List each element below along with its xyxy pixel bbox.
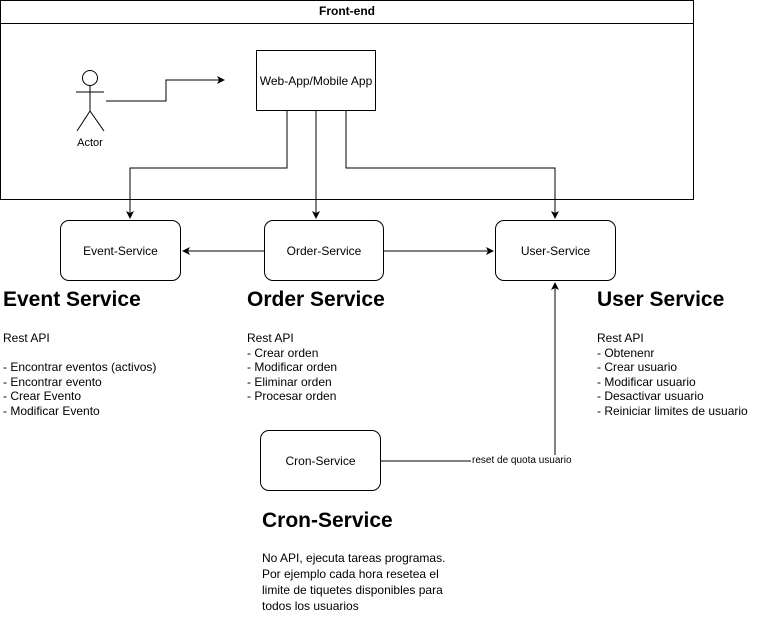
edge-cron-to-user-service <box>381 282 559 462</box>
edge-app-to-user-service <box>345 111 559 219</box>
order-note-line: - Eliminar orden <box>247 374 332 389</box>
web-mobile-app-node[interactable]: Web-App/Mobile App <box>256 50 376 111</box>
edge-actor-to-app <box>106 76 225 102</box>
event-note-line: Rest API <box>3 331 50 345</box>
user-note-line: - Crear usuario <box>597 360 678 374</box>
actor-label: Actor <box>77 137 103 149</box>
event-note-line: - Crear Evento <box>3 389 82 403</box>
cron-service-heading: Cron-Service <box>262 509 393 532</box>
order-service-node[interactable]: Order-Service <box>264 220 384 281</box>
user-note-line: - Modificar usuario <box>597 374 696 389</box>
user-note-line: - Obtenenr <box>597 345 655 360</box>
frontend-container <box>0 0 694 200</box>
event-service-node[interactable]: Event-Service <box>60 220 181 281</box>
event-note-line: - Encontrar eventos (activos) <box>3 360 157 374</box>
order-service-notes: Rest API - Crear orden - Modificar orden… <box>247 331 337 404</box>
user-service-node[interactable]: User-Service <box>495 220 616 281</box>
cron-to-user-edge-label: reset de quota usuario <box>471 455 573 466</box>
order-service-heading: Order Service <box>247 288 385 311</box>
cron-service-description: No API, ejecuta tareas programas. Por ej… <box>262 551 446 613</box>
event-service-notes: Rest API - Encontrar eventos (activos) -… <box>3 331 156 418</box>
user-note-line: - Reiniciar limites de usuario <box>597 403 748 418</box>
cron-service-node[interactable]: Cron-Service <box>260 430 381 491</box>
user-note-line: Rest API <box>597 331 644 345</box>
order-service-label: Order-Service <box>286 243 362 258</box>
event-note-line: - Modificar Evento <box>3 403 100 418</box>
order-note-line: - Crear orden <box>247 345 319 360</box>
user-note-line: - Desactivar usuario <box>597 389 704 403</box>
web-mobile-app-label: Web-App/Mobile App <box>259 73 373 88</box>
frontend-title: Front-end <box>0 0 694 24</box>
cron-service-label: Cron-Service <box>285 453 356 468</box>
user-service-label: User-Service <box>520 243 591 258</box>
order-note-line: - Procesar orden <box>247 389 337 403</box>
user-service-heading: User Service <box>597 288 725 311</box>
event-note-line: - Encontrar evento <box>3 374 102 389</box>
event-service-heading: Event Service <box>3 288 141 311</box>
user-service-notes: Rest API - Obtenenr - Crear usuario - Mo… <box>597 331 748 418</box>
order-note-line: - Modificar orden <box>247 360 338 374</box>
edge-app-to-event-service <box>126 111 288 219</box>
order-note-line: Rest API <box>247 331 294 345</box>
event-note-line <box>3 346 156 361</box>
event-service-label: Event-Service <box>83 243 158 258</box>
actor-icon <box>76 70 105 132</box>
